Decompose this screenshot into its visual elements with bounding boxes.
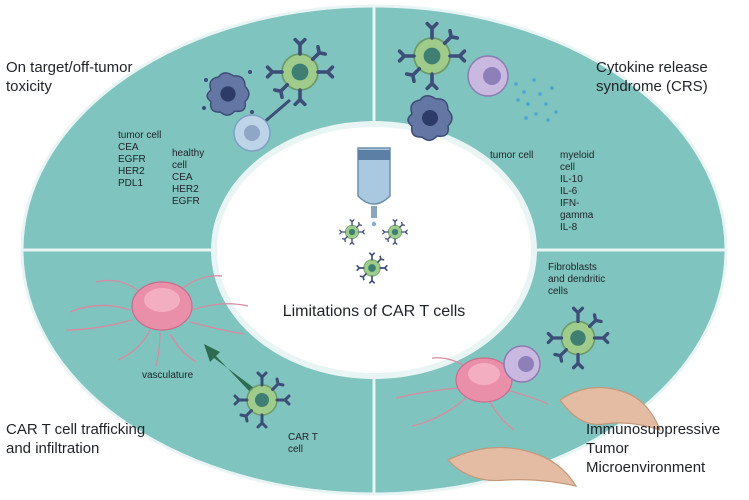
- center-disc: [211, 121, 537, 379]
- crs-heading: Cytokine release syndrome (CRS): [596, 59, 708, 95]
- tme-heading: Immunosuppressive Tumor Microenvironment: [586, 421, 721, 476]
- fibroblast-icon: [447, 386, 662, 487]
- healthy-antigen-list: healthy cell CEA HER2 EGFR: [172, 148, 205, 207]
- tumor-cell-icon: [206, 72, 250, 116]
- dot-cluster: [202, 70, 254, 114]
- cytokine-dots: [514, 78, 558, 122]
- outer-ring: [20, 4, 728, 496]
- binding-line: [261, 98, 291, 126]
- tumor-antigen-list: tumor cell CEA EGFR HER2 PDL1: [118, 130, 162, 189]
- tumor-mass-icon: [395, 357, 549, 431]
- tumor-mass-icon: [65, 275, 249, 367]
- tumor-cell-icon: [407, 94, 453, 142]
- cytokine-list: myeloid cell IL-10 IL-6 IFN- gamma IL-8: [560, 150, 595, 233]
- vasculature-label: vasculature: [142, 370, 194, 381]
- center-title: Limitations of CAR T cells: [282, 303, 466, 320]
- trafficking-heading: CAR T cell trafficking and infiltration: [6, 421, 146, 457]
- fibroblast-label: Fibroblasts and dendritic cells: [548, 262, 606, 297]
- healthy-cell-icon: [233, 114, 271, 152]
- dendritic-cell-icon: [503, 345, 541, 383]
- iv-bag-icon: [357, 147, 391, 227]
- toxicity-heading: On target/off-tumor toxicity: [6, 59, 133, 95]
- trafficking-arrow-icon: [204, 344, 254, 392]
- cart-cell-label: CAR T cell: [288, 432, 318, 455]
- tumor-cell-label: tumor cell: [490, 150, 534, 161]
- myeloid-cell-icon: [467, 55, 509, 97]
